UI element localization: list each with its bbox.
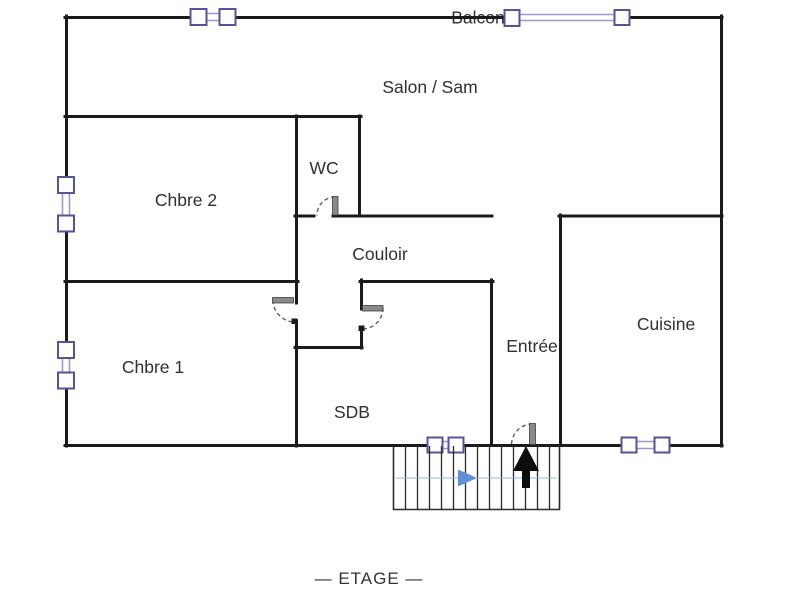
room-label-chambre2: Chbre 2 — [155, 190, 217, 210]
door-entree — [510, 423, 536, 446]
window-icon — [620, 436, 638, 454]
room-label-couloir: Couloir — [352, 244, 408, 264]
window-bottom-center — [426, 436, 465, 454]
balcony-rail-lines — [518, 13, 616, 22]
door-leaf-icon — [362, 305, 384, 312]
window-icon — [653, 436, 671, 454]
balcony-rail — [503, 9, 631, 27]
window-top-left — [189, 8, 237, 26]
window-icon — [503, 9, 521, 27]
window-mask — [442, 440, 450, 451]
window-icon — [57, 214, 75, 233]
room-label-entree: Entrée — [506, 336, 558, 356]
window-icon — [57, 371, 75, 390]
window-icon — [218, 8, 237, 26]
door-leaf-icon — [332, 196, 339, 216]
door-leaf-icon — [529, 423, 536, 445]
window-rail — [205, 12, 221, 22]
door-wc — [316, 196, 339, 216]
room-label-chambre1: Chbre 1 — [122, 357, 184, 377]
room-label-sdb: SDB — [334, 402, 370, 422]
staircase-outline — [392, 446, 561, 511]
staircase — [392, 446, 561, 511]
window-icon — [613, 9, 631, 26]
window-rail — [636, 440, 656, 450]
stair-direction-arrow-icon — [458, 469, 477, 487]
window-icon — [189, 8, 208, 26]
window-bottom-right — [620, 436, 671, 454]
window-icon — [57, 176, 75, 194]
window-icon — [426, 436, 444, 454]
door-leaf-icon — [272, 297, 294, 304]
window-mask — [205, 12, 221, 22]
room-label-salon-sam: Salon / Sam — [382, 77, 477, 97]
door-hinge-stub — [291, 318, 298, 324]
window-icon — [57, 341, 75, 359]
stairs-up-arrow-icon — [513, 446, 539, 488]
window-left-lower — [57, 341, 75, 390]
door-hinge-stub — [358, 325, 365, 331]
door-chambre1 — [272, 297, 298, 324]
window-icon — [447, 436, 465, 454]
window-mask — [636, 440, 656, 451]
window-rail — [61, 357, 71, 374]
room-label-cuisine: Cuisine — [637, 314, 695, 334]
door-sdb — [358, 305, 384, 331]
plan-title: — ETAGE — — [315, 569, 424, 588]
window-left-upper — [57, 176, 75, 233]
window-rail — [61, 192, 71, 216]
room-label-wc: WC — [309, 158, 338, 178]
